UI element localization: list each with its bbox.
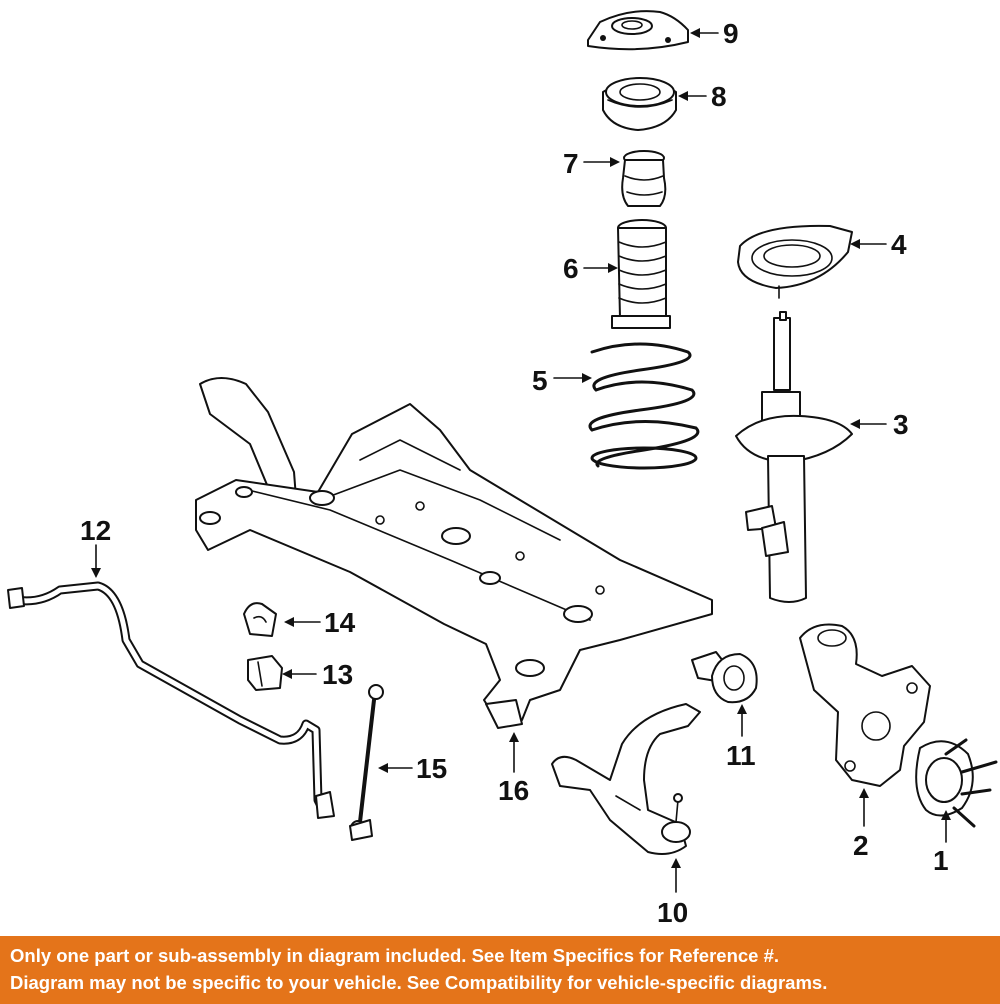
callout-6: 6 (563, 253, 579, 284)
disclaimer-line-1: Only one part or sub-assembly in diagram… (10, 945, 780, 966)
callout-13: 13 (322, 659, 353, 690)
callout-9: 9 (723, 18, 739, 49)
part-12-stabilizer-bar (7, 581, 335, 819)
part-7-bump-stop (621, 150, 667, 207)
disclaimer-banner: Only one part or sub-assembly in diagram… (0, 936, 1000, 1004)
callout-2: 2 (853, 830, 869, 861)
callout-leaders (91, 28, 951, 893)
part-4-spring-seat (737, 224, 853, 299)
disclaimer-line-2: Diagram may not be specific to your vehi… (10, 972, 828, 993)
part-13-bushing (247, 655, 283, 691)
callout-1: 1 (933, 845, 949, 876)
part-10-control-arm (551, 703, 701, 855)
callout-3: 3 (893, 409, 909, 440)
part-9-top-mount (587, 10, 689, 51)
part-3-strut (735, 311, 853, 603)
part-11-bushing (691, 651, 758, 704)
callout-12: 12 (80, 515, 111, 546)
callout-16: 16 (498, 775, 529, 806)
part-5-coil-spring (588, 342, 700, 470)
callout-5: 5 (532, 365, 548, 396)
part-16-subframe (195, 377, 713, 729)
callout-15: 15 (416, 753, 447, 784)
callout-4: 4 (891, 229, 907, 260)
part-2-knuckle (799, 623, 931, 787)
callout-10: 10 (657, 897, 688, 928)
callout-7: 7 (563, 148, 579, 179)
callout-8: 8 (711, 81, 727, 112)
part-14-bracket (243, 602, 277, 637)
callout-14: 14 (324, 607, 356, 638)
suspension-parts-diagram: 1 2 3 4 5 6 7 8 9 10 11 12 13 14 15 16 (7, 10, 998, 928)
part-6-dust-boot (611, 219, 671, 329)
callout-11: 11 (726, 740, 756, 771)
part-8-bearing (602, 77, 677, 131)
part-1-hub (915, 738, 998, 828)
part-15-stabilizer-link (349, 684, 384, 841)
